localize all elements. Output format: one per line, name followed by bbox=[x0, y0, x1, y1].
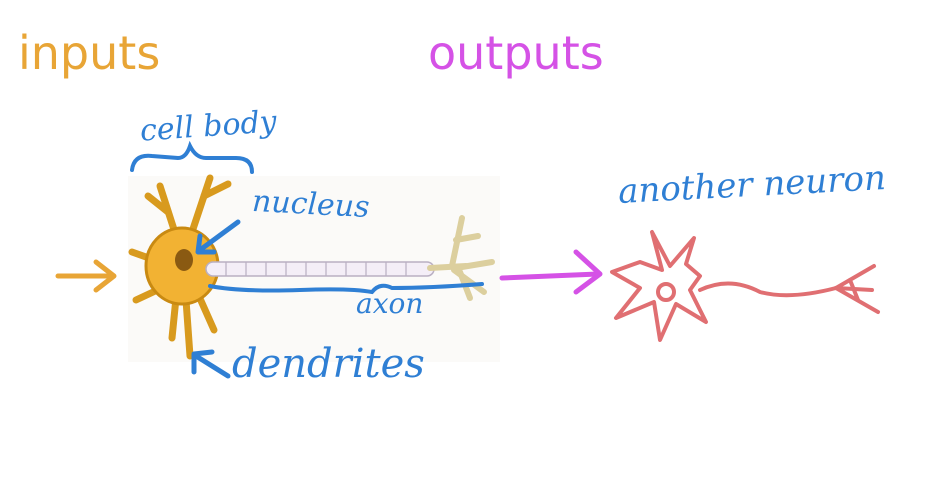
axon-label: axon bbox=[356, 287, 424, 320]
inputs-title: inputs bbox=[18, 26, 161, 80]
neuron-nucleus bbox=[175, 249, 193, 271]
nucleus-label: nucleus bbox=[251, 183, 371, 226]
neuron-axon bbox=[205, 261, 435, 277]
outputs-title: outputs bbox=[428, 26, 604, 80]
dendrites-arrow bbox=[191, 349, 231, 379]
nucleus-arrow bbox=[195, 219, 241, 255]
axon-bracket bbox=[208, 282, 484, 295]
another-neuron-drawing bbox=[610, 230, 880, 342]
cell-body-brace bbox=[130, 140, 254, 174]
input-arrow bbox=[55, 259, 117, 293]
dendrites-label: dendrites bbox=[232, 341, 425, 387]
output-arrow bbox=[499, 249, 603, 295]
